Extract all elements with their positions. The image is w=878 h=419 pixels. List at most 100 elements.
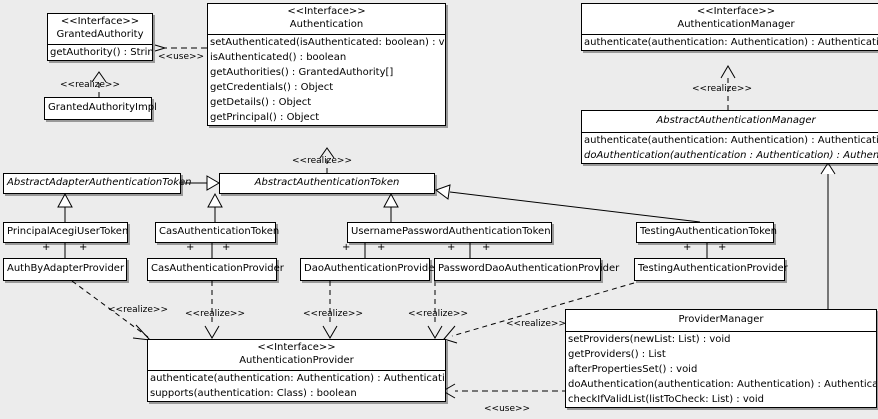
class-username-password-authentication-token[interactable]: UsernamePasswordAuthenticationToken (347, 222, 552, 243)
edge-label-realize-granted-authority-impl: <<realize>> (60, 80, 120, 90)
class-principal-acegi-user-token[interactable]: PrincipalAcegiUserToken (3, 222, 128, 243)
class-authentication-provider[interactable]: <<Interface>> AuthenticationProvider aut… (147, 339, 446, 402)
class-name: AuthByAdapterProvider (7, 263, 125, 274)
operation: getAuthority() : String (50, 47, 152, 58)
class-name: CasAuthenticationToken (159, 226, 280, 237)
operation: setAuthenticated(isAuthenticated: boolea… (210, 37, 445, 48)
edge-label-realize-auth-by-adapter: <<realize>> (108, 305, 168, 315)
class-password-dao-authentication-provider[interactable]: PasswordDaoAuthenticationProvider (434, 258, 620, 281)
class-granted-authority[interactable]: <<Interface>> GrantedAuthority getAuthor… (47, 13, 153, 61)
edge-use-granted-authority (154, 44, 207, 52)
class-header: <<Interface>> GrantedAuthority (48, 14, 152, 44)
operation: afterPropertiesSet() : void (568, 364, 698, 375)
class-header: CasAuthenticationToken (156, 223, 280, 242)
operation: doAuthentication(authentication: Authent… (568, 379, 876, 390)
edge-generalize-testing-authentication-token (434, 184, 701, 223)
operation: getAuthorities() : GrantedAuthority[] (210, 67, 394, 78)
class-header: ProviderManager (566, 310, 876, 331)
class-stereotype: <<Interface>> (60, 16, 140, 27)
operation: authenticate(authentication: Authenticat… (150, 373, 445, 384)
class-header: PasswordDaoAuthenticationProvider (435, 259, 620, 280)
operation: supports(authentication: Class) : boolea… (150, 388, 357, 399)
class-abstract-authentication-manager[interactable]: AbstractAuthenticationManager authentica… (581, 110, 878, 164)
class-name: AuthenticationManager (677, 19, 795, 30)
class-operations: authenticate(authentication: Authenticat… (582, 132, 878, 163)
class-dao-authentication-provider[interactable]: DaoAuthenticationProvider (300, 258, 439, 281)
class-name: TestingAuthenticationToken (640, 226, 778, 237)
assoc-marker-principal-left: + (42, 242, 51, 253)
edge-generalize-username-password-token (383, 192, 399, 222)
edge-label-realize-abstract-authentication-manager: <<realize>> (692, 84, 752, 94)
operation: doAuthentication(authentication : Authen… (584, 150, 878, 161)
assoc-marker-passworddao-left: + (447, 242, 456, 253)
assoc-marker-cas-left: + (186, 242, 195, 253)
class-provider-manager[interactable]: ProviderManager setProviders(newList: Li… (565, 309, 877, 408)
edge-generalize-provider-manager (820, 162, 836, 309)
edge-label-realize-dao-provider: <<realize>> (303, 309, 363, 319)
class-name: AbstractAuthenticationManager (656, 115, 816, 126)
edge-label-realize-cas-provider: <<realize>> (185, 309, 245, 319)
class-auth-by-adapter-provider[interactable]: AuthByAdapterProvider (3, 258, 127, 281)
class-abstract-authentication-token[interactable]: AbstractAuthenticationToken (219, 173, 435, 194)
operation: getProviders() : List (568, 349, 666, 360)
class-name: PrincipalAcegiUserToken (7, 226, 129, 237)
edge-label-realize-password-dao-provider: <<realize>> (408, 309, 468, 319)
assoc-marker-principal-right: + (79, 242, 88, 253)
class-stereotype: <<Interface>> (287, 6, 366, 17)
class-authentication[interactable]: <<Interface>> Authentication setAuthenti… (207, 3, 446, 126)
class-header: AbstractAdapterAuthenticationToken (4, 174, 192, 193)
class-name: GrantedAuthorityImpl (48, 102, 157, 113)
edge-label-realize-abstract-authentication-token: <<realize>> (292, 156, 352, 166)
operation: authenticate(authentication: Authenticat… (584, 37, 878, 48)
operation: checkIfValidList(listToCheck: List) : vo… (568, 394, 765, 405)
class-header: AuthByAdapterProvider (4, 259, 126, 280)
class-header: <<Interface>> AuthenticationManager (582, 4, 878, 34)
class-operations: authenticate(authentication: Authenticat… (148, 370, 445, 401)
operation: isAuthenticated() : boolean (210, 52, 347, 63)
assoc-marker-dao-left: + (342, 242, 351, 253)
class-name: CasAuthenticationProvider (151, 263, 284, 274)
class-header: DaoAuthenticationProvider (301, 259, 439, 280)
class-stereotype: <<Interface>> (696, 6, 776, 17)
class-name: AbstractAuthenticationToken (254, 177, 400, 188)
class-name: PasswordDaoAuthenticationProvider (438, 263, 620, 274)
edge-generalize-cas-authentication-token (207, 192, 223, 222)
class-operations: authenticate(authentication: Authenticat… (582, 34, 878, 50)
edge-label-use-provider-manager: <<use>> (484, 404, 531, 414)
operation: setProviders(newList: List) : void (568, 334, 731, 345)
class-header: AbstractAuthenticationManager (582, 111, 878, 132)
class-name: ProviderManager (678, 314, 764, 325)
edge-label-use-granted-authority: <<use>> (158, 52, 205, 62)
operation: getCredentials() : Object (210, 82, 334, 93)
edge-generalize-principal-acegi-user-token (57, 192, 73, 222)
assoc-marker-cas-right: + (222, 242, 231, 253)
class-header: CasAuthenticationProvider (148, 259, 284, 280)
class-header: AbstractAuthenticationToken (220, 174, 434, 193)
class-testing-authentication-provider[interactable]: TestingAuthenticationProvider (634, 258, 788, 281)
class-authentication-manager[interactable]: <<Interface>> AuthenticationManager auth… (581, 3, 878, 51)
class-header: <<Interface>> AuthenticationProvider (148, 340, 445, 370)
edge-label-realize-testing-provider: <<realize>> (506, 319, 566, 329)
class-testing-authentication-token[interactable]: TestingAuthenticationToken (636, 222, 778, 243)
class-name: AuthenticationProvider (239, 355, 354, 366)
class-granted-authority-impl[interactable]: GrantedAuthorityImpl (44, 97, 157, 120)
class-name: AbstractAdapterAuthenticationToken (7, 177, 192, 188)
class-cas-authentication-token[interactable]: CasAuthenticationToken (155, 222, 280, 243)
class-name: UsernamePasswordAuthenticationToken (351, 226, 551, 237)
operation: authenticate(authentication: Authenticat… (584, 135, 878, 146)
class-header: <<Interface>> Authentication (208, 4, 445, 34)
operation: getDetails() : Object (210, 97, 312, 108)
operation: getPrincipal() : Object (210, 112, 320, 123)
class-stereotype: <<Interface>> (257, 342, 336, 353)
assoc-marker-testing-right: + (718, 242, 727, 253)
class-operations: getAuthority() : String (48, 44, 152, 60)
class-abstract-adapter-authentication-token[interactable]: AbstractAdapterAuthenticationToken (3, 173, 192, 194)
assoc-marker-passworddao-right: + (482, 242, 491, 253)
class-operations: setAuthenticated(isAuthenticated: boolea… (208, 34, 445, 125)
class-cas-authentication-provider[interactable]: CasAuthenticationProvider (147, 258, 284, 281)
class-operations: setProviders(newList: List) : void getPr… (566, 331, 876, 407)
class-name: TestingAuthenticationProvider (638, 263, 788, 274)
class-name: Authentication (289, 19, 364, 30)
class-header: PrincipalAcegiUserToken (4, 223, 129, 242)
